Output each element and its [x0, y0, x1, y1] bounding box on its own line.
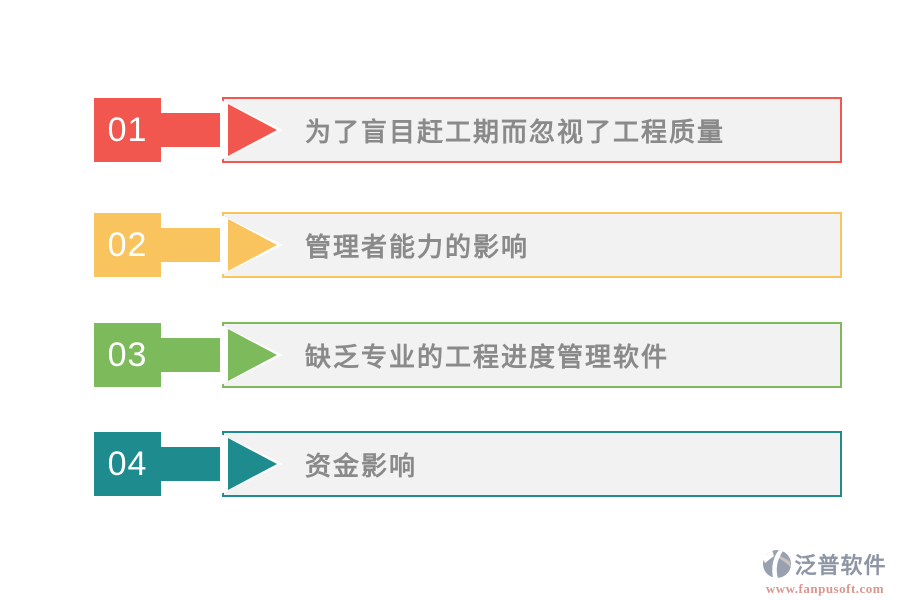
step-number: 04: [107, 444, 148, 483]
item-label: 缺乏专业的工程进度管理软件: [305, 341, 670, 372]
list-item: 01 为了盲目赶工期而忽视了工程质量: [0, 97, 900, 163]
step-number-box: 03: [94, 323, 161, 387]
arrow-shaft-icon: [160, 228, 220, 262]
step-number: 01: [107, 110, 148, 149]
item-label: 管理者能力的影响: [305, 231, 530, 262]
arrow-head-icon: [221, 100, 283, 160]
arrow-shaft-icon: [160, 113, 220, 147]
item-bar: 管理者能力的影响: [222, 212, 842, 278]
item-bar: 为了盲目赶工期而忽视了工程质量: [222, 97, 842, 163]
list-item: 03 缺乏专业的工程进度管理软件: [0, 322, 900, 388]
arrow-shaft-icon: [160, 338, 220, 372]
item-label: 为了盲目赶工期而忽视了工程质量: [305, 116, 726, 147]
item-label: 资金影响: [305, 450, 418, 481]
arrow-head-icon: [221, 325, 283, 385]
arrow-head-icon: [221, 434, 283, 494]
fanpu-logo-url: www.fanpusoft.com: [765, 581, 885, 596]
fanpu-logo-icon: [763, 550, 792, 578]
step-number: 02: [107, 225, 148, 264]
step-number: 03: [107, 335, 148, 374]
fanpu-logo-text: 泛普软件: [794, 553, 887, 578]
list-item: 02 管理者能力的影响: [0, 212, 900, 278]
item-bar: 缺乏专业的工程进度管理软件: [222, 322, 842, 388]
step-number-box: 01: [94, 98, 161, 162]
arrow-shaft-icon: [160, 447, 220, 481]
step-number-box: 02: [94, 213, 161, 277]
item-bar: 资金影响: [222, 431, 842, 497]
fanpu-logo: 泛普软件 www.fanpusoft.com: [755, 548, 895, 597]
step-number-box: 04: [94, 432, 161, 496]
arrow-head-icon: [221, 215, 283, 275]
list-item: 04 资金影响: [0, 431, 900, 497]
